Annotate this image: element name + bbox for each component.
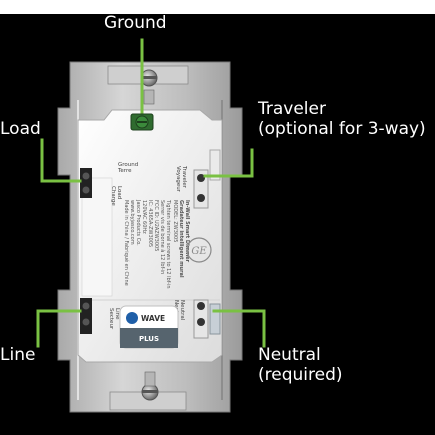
fine-print-0: Tighten terminal screws to 12 lbf-in — [165, 199, 171, 289]
ge-logo-text: GE — [191, 246, 207, 257]
fine-print-4: 120VAC 60Hz — [141, 200, 147, 234]
zwave-plus-text: PLUS — [139, 335, 159, 343]
bottom-strap-screw — [141, 371, 159, 401]
fine-print-6: www.byjasco.com — [129, 200, 135, 245]
load-callout-line — [40, 138, 82, 183]
neutral-terminal — [193, 299, 221, 339]
zwave-text: WAVE — [141, 314, 165, 323]
ground-screw — [130, 113, 154, 131]
load-label: Load — [0, 119, 41, 139]
product-title-2: Gradateur intelligent mural — [178, 200, 184, 278]
line-label: Line — [0, 345, 36, 365]
ground-label: Ground — [104, 13, 167, 33]
zwave-plus-badge: WAVE PLUS — [119, 305, 179, 349]
product-info-block: In-Wall Smart Dimmer Gradateur intellige… — [123, 199, 190, 289]
line-terminal — [80, 298, 92, 334]
top-white-bar — [0, 0, 435, 14]
traveler-voyageur-label: TravelerVoyageur — [175, 165, 187, 193]
traveler-label-line1: Traveler — [258, 99, 326, 119]
fine-print-3: IC: 4365A-ZW3005 — [147, 200, 153, 247]
traveler-callout-line — [203, 148, 254, 178]
line-secteur-label: LineSecteur — [108, 308, 120, 330]
fine-print-1: Serrer vis de borne à 12 lbf-in — [159, 200, 166, 274]
ge-logo-icon: GE — [186, 237, 212, 263]
neutral-label-line2: (required) — [258, 365, 343, 385]
fine-print-7: Made in China / Fabriqué en Chine — [123, 200, 130, 286]
neutral-label-line1: Neutral — [258, 345, 321, 365]
neutral-callout-line — [212, 309, 266, 348]
load-charge-label: LoadCharge — [110, 186, 122, 206]
fine-print-5: Jasco Products Co. — [135, 199, 141, 246]
zwave-logo-icon — [126, 312, 138, 324]
traveler-terminal — [193, 149, 221, 209]
load-terminal — [80, 168, 92, 198]
traveler-label-line2: (optional for 3-way) — [258, 119, 426, 139]
fine-print-2: FCC ID: U2AZW3005 — [153, 200, 159, 251]
top-strap-screw — [140, 69, 158, 105]
line-callout-line — [36, 309, 82, 348]
product-model: MODEL: ZW3005 — [172, 200, 178, 242]
product-title-1: In-Wall Smart Dimmer — [184, 200, 190, 263]
callouts — [36, 38, 266, 348]
